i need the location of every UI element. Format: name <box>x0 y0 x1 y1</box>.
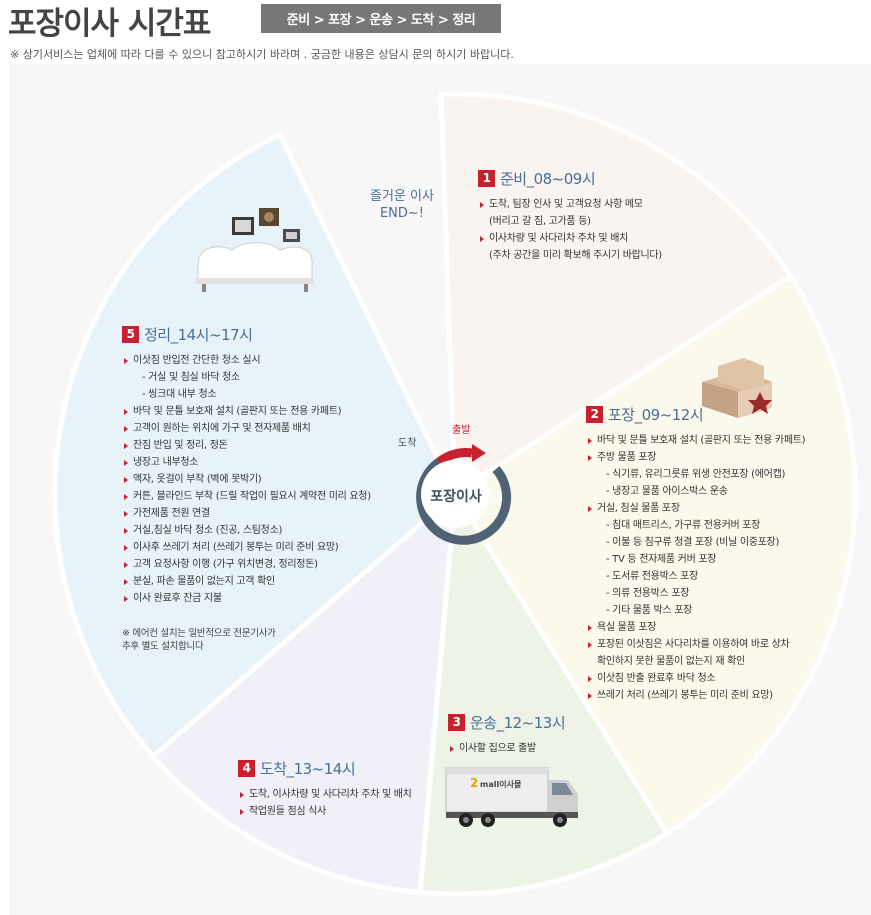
step-number-badge: 4 <box>238 760 255 777</box>
sofa-with-frames-illustration <box>196 208 314 292</box>
packing-sector <box>451 272 858 837</box>
ready-sector <box>438 91 794 499</box>
section-heading: 5 정리_14시~17시 <box>122 324 371 345</box>
end-message: 즐거운 이사 END~! <box>370 189 434 221</box>
task-item: 분실, 파손 물품이 없는지 고객 확인 <box>122 573 371 590</box>
task-item: - 씽크대 내부 청소 <box>142 389 217 400</box>
step-number-badge: 2 <box>586 406 603 423</box>
task-item: 이사차량 및 사다리차 주차 및 배치 <box>478 230 662 247</box>
departure-label: 출발 <box>452 425 471 436</box>
section-note: ※ 에어컨 설치는 일반적으로 전문기사가 추후 별도 설치합니다 <box>122 628 276 652</box>
task-item: - 의류 전용박스 포장 <box>606 588 690 599</box>
task-item: (주차 공간을 미리 확보해 주시기 바랍니다) <box>489 250 662 261</box>
section-title: 정리_14시~17시 <box>144 326 253 344</box>
svg-text:2: 2 <box>470 776 478 790</box>
task-item: 확인하지 못한 물품이 없는지 재 확인 <box>597 656 745 667</box>
section-title: 준비_08~09시 <box>500 170 596 188</box>
task-item: - 냉장고 물품 아이스박스 운송 <box>606 486 728 497</box>
step-number-badge: 1 <box>478 170 495 187</box>
section-heading: 1 준비_08~09시 <box>478 168 662 189</box>
arrow-head-icon <box>472 444 486 462</box>
task-item: 이사후 쓰레기 처리 (쓰레기 봉투는 미리 준비 요망) <box>122 539 371 556</box>
moving-truck-illustration: 2 mall이사몰 <box>445 767 578 827</box>
task-item: 욕실 물품 포장 <box>586 619 805 636</box>
task-list: 이사할 집으로 출발 <box>448 740 565 757</box>
page-title: 포장이사 시간표 <box>8 6 211 42</box>
notice-text: ※ 상기서비스는 업체에 따라 다를 수 있으니 참고하시기 바라며 . 궁금한… <box>10 48 514 61</box>
task-item: 액자, 옷걸이 부착 (벽에 못박기) <box>122 471 371 488</box>
task-item: 가전제품 전원 연결 <box>122 505 371 522</box>
task-item: 이사 완료후 잔금 지불 <box>122 590 371 607</box>
task-item: 냉장고 내부청소 <box>122 454 371 471</box>
section-heading: 4 도착_13~14시 <box>238 758 412 779</box>
task-item: - 기타 물품 박스 포장 <box>606 605 693 616</box>
task-item: 거실, 침실 물품 포장 <box>586 500 805 517</box>
cleanup-sector <box>52 131 459 760</box>
section-heading: 3 운송_12~13시 <box>448 712 566 733</box>
task-list: 도착, 팀장 인사 및 고객요청 사항 메모 (버리고 갈 짐, 고가품 등) 이사… <box>478 196 662 264</box>
task-item: (버리고 갈 짐, 고가품 등) <box>489 216 591 227</box>
section-title: 포장_09~12시 <box>608 406 704 424</box>
arrival-sector <box>149 488 459 896</box>
task-item: - 거실 및 침실 바닥 청소 <box>142 372 240 383</box>
section-heading: 2 포장_09~12시 <box>586 404 805 425</box>
task-item: - 식기류, 유리그릇류 위생 안전포장 (에어캡) <box>606 469 786 480</box>
step-number-badge: 5 <box>122 326 139 343</box>
step-number-badge: 3 <box>448 714 465 731</box>
cycle-ring <box>416 444 512 545</box>
task-item: 도착, 팀장 인사 및 고객요청 사항 메모 <box>478 196 662 213</box>
task-item: 커튼, 블라인드 부착 (드릴 작업이 필요시 계약전 미리 요청) <box>122 488 371 505</box>
task-item: 이삿짐 반출 완료후 바닥 청소 <box>586 670 805 687</box>
task-item: 이삿짐 반입전 간단한 청소 실시 <box>122 352 371 369</box>
task-item: 잔짐 반입 및 정리, 정돈 <box>122 437 371 454</box>
section-title: 운송_12~13시 <box>470 714 566 732</box>
section-title: 도착_13~14시 <box>260 760 356 778</box>
task-item: 주방 물품 포장 <box>586 449 805 466</box>
task-item: 이사할 집으로 출발 <box>448 740 565 757</box>
task-item: - 도서류 전용박스 포장 <box>606 571 699 582</box>
arrival-label: 도착 <box>398 438 417 449</box>
task-item: 작업원들 점심 식사 <box>238 803 412 820</box>
task-item: 바닥 및 문틀 보호재 설치 (골판지 또는 전용 카페트) <box>122 403 371 420</box>
task-item: 포장된 이삿짐은 사다리차를 이용하여 바로 상차 <box>586 636 805 653</box>
task-list: 바닥 및 문틀 보호재 설치 (골판지 또는 전용 카페트)주방 물품 포장 - … <box>586 432 806 704</box>
breadcrumb: 준비 > 포장 > 운송 > 도착 > 정리 <box>261 4 501 33</box>
task-list: 이삿짐 반입전 간단한 청소 실시 - 거실 및 침실 바닥 청소 - 씽크대 내부… <box>122 352 371 607</box>
task-item: 거실,침실 바닥 청소 (진공, 스팀청소) <box>122 522 371 539</box>
task-item: 고객 요청사항 이행 (가구 위치변경, 정리정돈) <box>122 556 371 573</box>
task-item: - 이불 등 침구류 청결 포장 (비닐 이중포장) <box>606 537 780 548</box>
task-item: 쓰레기 처리 (쓰레기 봉투는 미리 준비 요망) <box>586 687 805 704</box>
task-item: - 침대 매트리스, 가구류 전용커버 포장 <box>606 520 761 531</box>
task-item: - TV 등 전자제품 커버 포장 <box>606 554 717 565</box>
task-item: 도착, 이사차량 및 사다리차 주차 및 배치 <box>238 786 412 803</box>
task-item: 고객이 원하는 위치에 가구 및 전자제품 배치 <box>122 420 371 437</box>
svg-text:mall이사몰: mall이사몰 <box>480 779 522 789</box>
boxes-illustration <box>702 358 772 418</box>
task-item: 바닥 및 문틀 보호재 설치 (골판지 또는 전용 카페트) <box>586 432 806 449</box>
center-label: 포장이사 <box>430 489 482 505</box>
